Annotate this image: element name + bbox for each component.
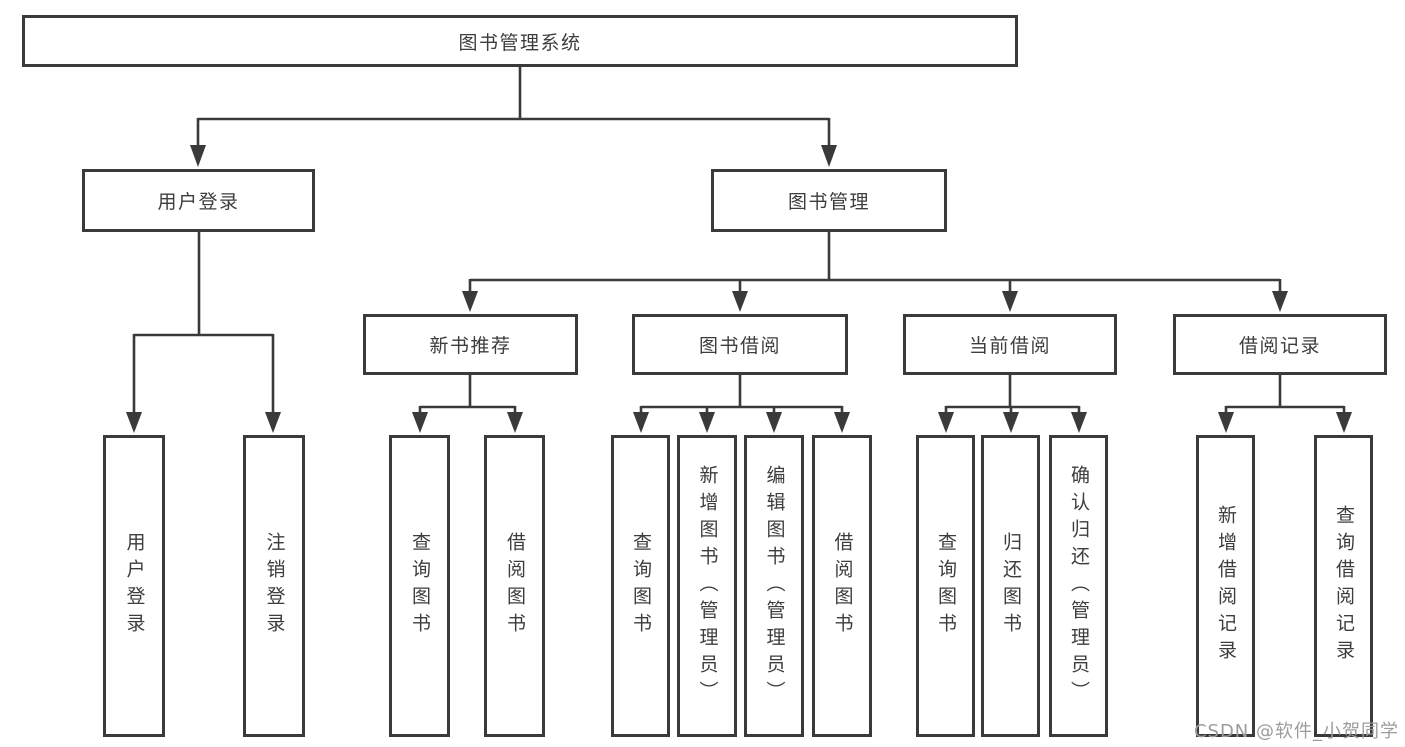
leaf-edit-books-admin-label: 编辑图书（管理员） — [763, 464, 786, 708]
leaf-logout-login-label: 注销登录 — [263, 532, 286, 640]
leaf-confirm-return-admin-label: 确认归还（管理员） — [1068, 464, 1090, 708]
leaf-search-books-borrowing-label: 查询图书 — [630, 532, 652, 640]
leaf-add-books-admin-label: 新增图书（管理员） — [696, 464, 719, 708]
leaf-confirm-return-admin: 确认归还（管理员） — [1049, 435, 1108, 737]
leaf-logout-login: 注销登录 — [243, 435, 305, 737]
leaf-borrow-books-recommend: 借阅图书 — [484, 435, 545, 737]
node-new-book-recommendation-label: 新书推荐 — [429, 335, 512, 357]
leaf-user-login: 用户登录 — [103, 435, 165, 737]
leaf-search-borrow-record-label: 查询借阅记录 — [1333, 505, 1355, 667]
leaf-user-login-label: 用户登录 — [123, 532, 146, 640]
leaf-search-books-recommend: 查询图书 — [389, 435, 450, 737]
csdn-watermark: CSDN @软件_小贺同学 — [1193, 721, 1399, 742]
node-book-borrowing: 图书借阅 — [632, 314, 848, 375]
leaf-search-books-current-label: 查询图书 — [935, 532, 957, 640]
node-current-borrowing-label: 当前借阅 — [968, 335, 1051, 357]
leaf-add-borrow-record-label: 新增借阅记录 — [1215, 505, 1237, 667]
leaf-edit-books-admin: 编辑图书（管理员） — [744, 435, 804, 737]
leaf-return-books: 归还图书 — [981, 435, 1040, 737]
leaf-borrow-books-borrowing: 借阅图书 — [812, 435, 872, 737]
node-book-management-label: 图书管理 — [787, 191, 870, 213]
node-book-borrowing-label: 图书借阅 — [698, 335, 781, 357]
node-borrowing-records: 借阅记录 — [1173, 314, 1387, 375]
node-library-management-system-label: 图书管理系统 — [458, 31, 582, 54]
leaf-return-books-label: 归还图书 — [1000, 532, 1022, 640]
leaf-borrow-books-borrowing-label: 借阅图书 — [831, 532, 854, 640]
leaf-borrow-books-recommend-label: 借阅图书 — [504, 532, 526, 640]
node-book-management: 图书管理 — [711, 169, 947, 232]
node-new-book-recommendation: 新书推荐 — [363, 314, 578, 375]
leaf-search-books-borrowing: 查询图书 — [611, 435, 670, 737]
node-current-borrowing: 当前借阅 — [903, 314, 1117, 375]
leaf-add-books-admin: 新增图书（管理员） — [677, 435, 737, 737]
leaf-search-books-recommend-label: 查询图书 — [409, 532, 431, 640]
node-user-login-label: 用户登录 — [157, 191, 240, 213]
node-library-management-system: 图书管理系统 — [22, 15, 1018, 67]
leaf-add-borrow-record: 新增借阅记录 — [1196, 435, 1255, 737]
node-user-login: 用户登录 — [82, 169, 315, 232]
leaf-search-books-current: 查询图书 — [916, 435, 975, 737]
node-borrowing-records-label: 借阅记录 — [1238, 335, 1321, 357]
leaf-search-borrow-record: 查询借阅记录 — [1314, 435, 1373, 737]
